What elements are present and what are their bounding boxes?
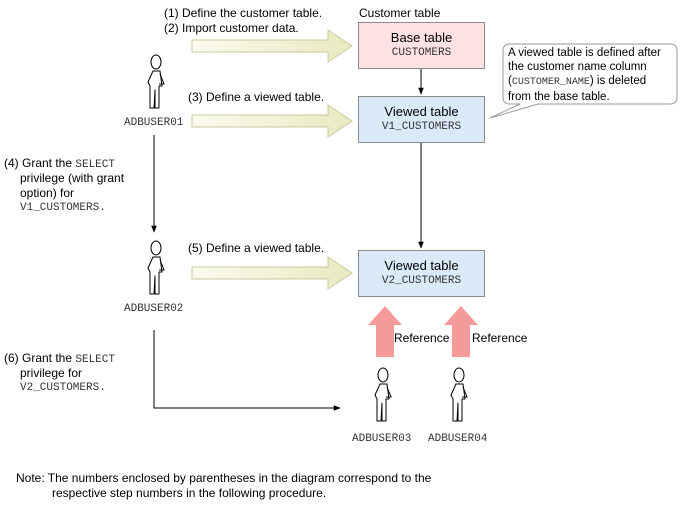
- step-4-line-2: privilege (with grant: [20, 171, 125, 185]
- viewed-table-1-title: Viewed table: [384, 104, 459, 119]
- user-3-label: ADBUSER03: [352, 433, 412, 445]
- note-line-1: Note: The numbers enclosed by parenthese…: [16, 471, 432, 485]
- step-1-label: (1) Define the customer table.: [164, 6, 323, 20]
- arrow-user2-to-group: [153, 330, 341, 411]
- fat-arrow-v2: [191, 256, 353, 290]
- user-2-label: ADBUSER02: [124, 303, 184, 315]
- step-6-line-3: V2_CUSTOMERS.: [20, 382, 106, 394]
- step-6-label: (6) Grant the SELECT: [4, 351, 115, 366]
- callout-bubble: [489, 43, 678, 119]
- select-keyword: SELECT: [75, 159, 115, 171]
- user-icon: [374, 367, 392, 422]
- reference-arrow-right: [444, 306, 478, 357]
- callout-text: A viewed table is defined after the cust…: [508, 47, 661, 103]
- reference-label-left: Reference: [394, 331, 450, 345]
- viewed-table-2-box: Viewed table V2_CUSTOMERS: [358, 250, 485, 297]
- viewed-table-2-name: V2_CUSTOMERS: [381, 275, 462, 287]
- customer-table-label: Customer table: [359, 6, 441, 20]
- user-icon: [147, 54, 165, 109]
- step-4-line-4: V1_CUSTOMERS.: [20, 202, 106, 214]
- user-1-label: ADBUSER01: [124, 117, 184, 129]
- base-table-title: Base table: [390, 30, 453, 45]
- reference-arrow-left: [368, 306, 402, 357]
- note-line-2: respective step numbers in the following…: [52, 486, 327, 500]
- step-4-line-3: option) for: [20, 186, 75, 200]
- step-5-label: (5) Define a viewed table.: [188, 241, 325, 255]
- reference-label-right: Reference: [472, 331, 528, 345]
- customer-name-column: CUSTOMER_NAME: [511, 77, 590, 88]
- select-keyword: SELECT: [75, 354, 115, 366]
- user-4-label: ADBUSER04: [428, 433, 488, 445]
- viewed-table-1-name: V1_CUSTOMERS: [381, 121, 462, 133]
- fat-arrow-base: [191, 29, 353, 63]
- fat-arrow-v1: [191, 104, 353, 138]
- step-3-label: (3) Define a viewed table.: [188, 90, 325, 104]
- base-table-box: Base table CUSTOMERS: [358, 22, 485, 69]
- step-6-line-2: privilege for: [20, 366, 83, 380]
- step-4-label: (4) Grant the SELECT: [4, 156, 115, 171]
- user-icon: [147, 240, 165, 295]
- user-icon: [450, 367, 468, 422]
- viewed-table-2-title: Viewed table: [384, 258, 459, 273]
- viewed-table-1-box: Viewed table V1_CUSTOMERS: [358, 96, 485, 143]
- base-table-name: CUSTOMERS: [391, 47, 452, 59]
- step-2-label: (2) Import customer data.: [164, 21, 299, 35]
